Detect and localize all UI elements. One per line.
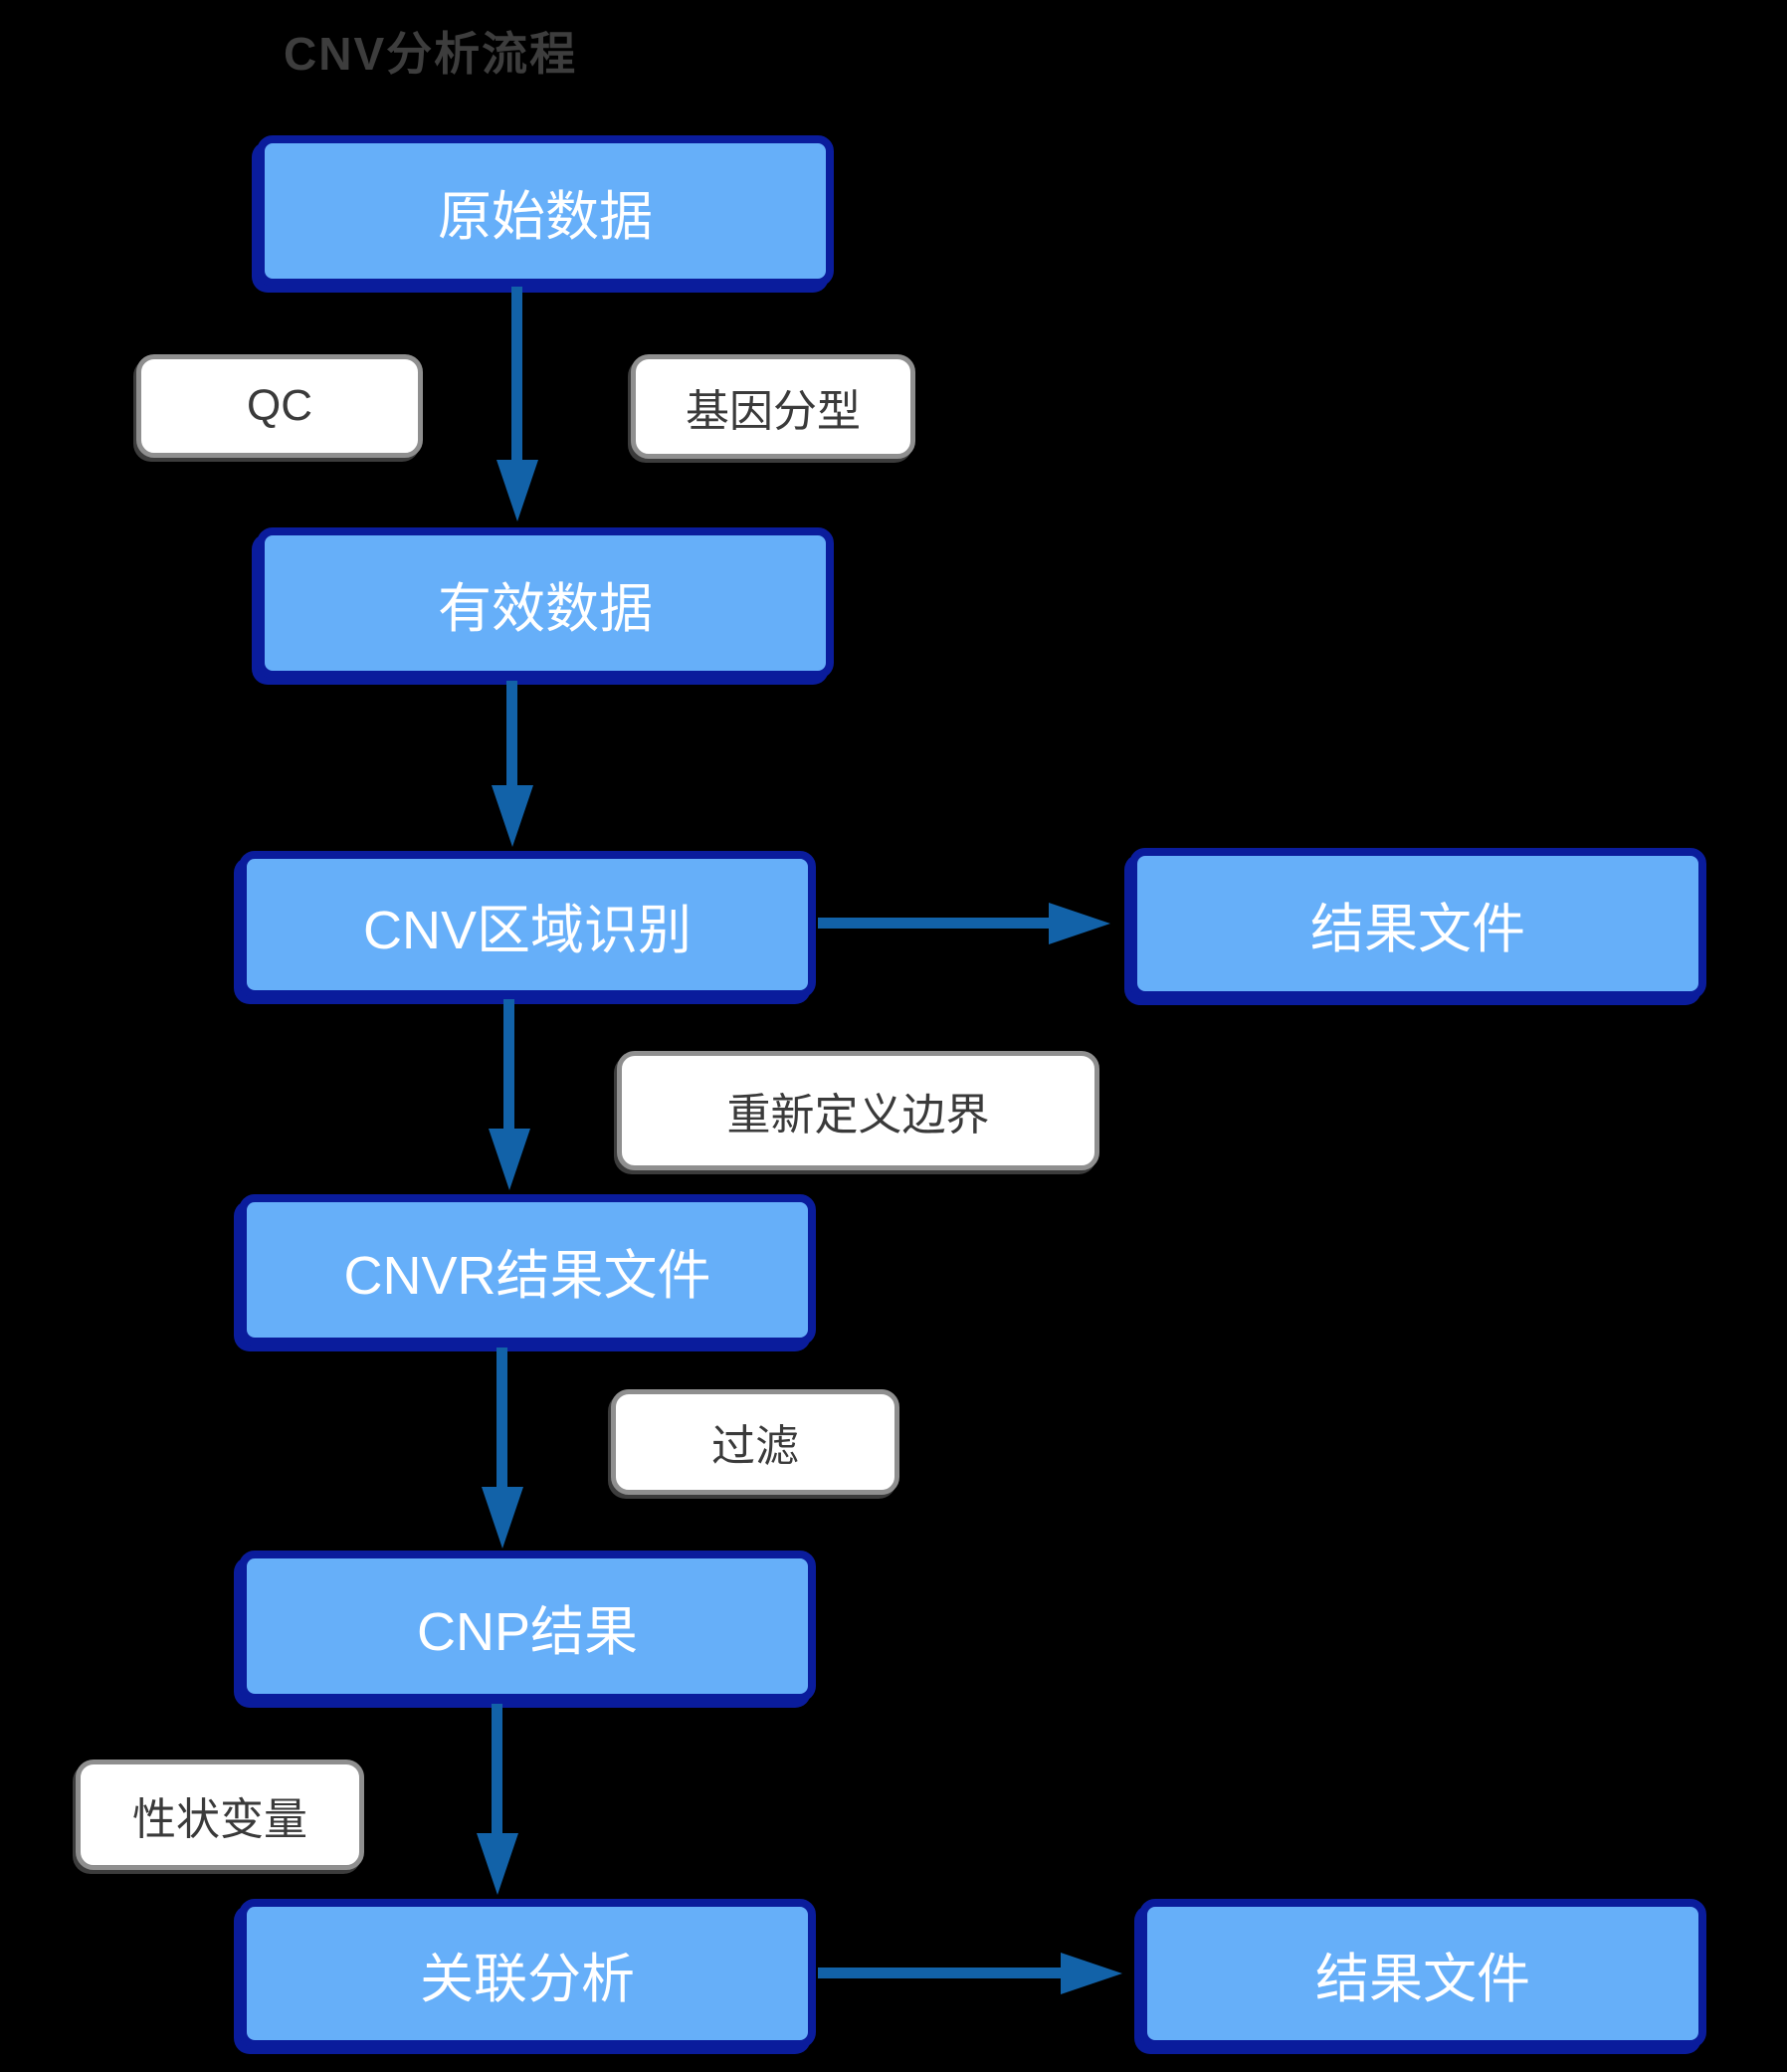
- arrow-shaft: [506, 681, 517, 785]
- node-cnv-region-identification: CNV区域识别: [239, 851, 816, 998]
- arrow-head-down-icon: [482, 1487, 523, 1549]
- node-cnvr-result-file: CNVR结果文件: [239, 1194, 816, 1346]
- label-filter: 过滤: [611, 1389, 899, 1495]
- arrow-head-down-icon: [477, 1833, 518, 1895]
- node-association-analysis: 关联分析: [239, 1899, 816, 2048]
- label-trait-variable: 性状变量: [76, 1760, 364, 1870]
- node-raw-data: 原始数据: [257, 135, 834, 287]
- node-result-file-top: 结果文件: [1129, 848, 1706, 999]
- arrow-head-down-icon: [492, 785, 533, 847]
- arrow-head-right-icon: [1049, 903, 1110, 944]
- node-cnp-result: CNP结果: [239, 1551, 816, 1702]
- arrow-shaft: [511, 287, 522, 460]
- node-valid-data: 有效数据: [257, 527, 834, 679]
- arrow-head-down-icon: [489, 1129, 530, 1190]
- arrow-head-down-icon: [496, 460, 538, 521]
- arrow-shaft: [496, 1347, 507, 1487]
- label-redefine-boundary: 重新定义边界: [617, 1051, 1099, 1170]
- arrow-shaft: [818, 1968, 1061, 1978]
- arrow-head-right-icon: [1061, 1953, 1122, 1994]
- node-result-file-bottom: 结果文件: [1139, 1899, 1706, 2048]
- flowchart-title: CNV分析流程: [284, 28, 578, 80]
- arrow-shaft: [492, 1704, 502, 1833]
- arrow-shaft: [503, 999, 514, 1129]
- arrow-shaft: [818, 918, 1049, 929]
- label-genotyping: 基因分型: [631, 354, 915, 459]
- label-qc: QC: [136, 354, 423, 458]
